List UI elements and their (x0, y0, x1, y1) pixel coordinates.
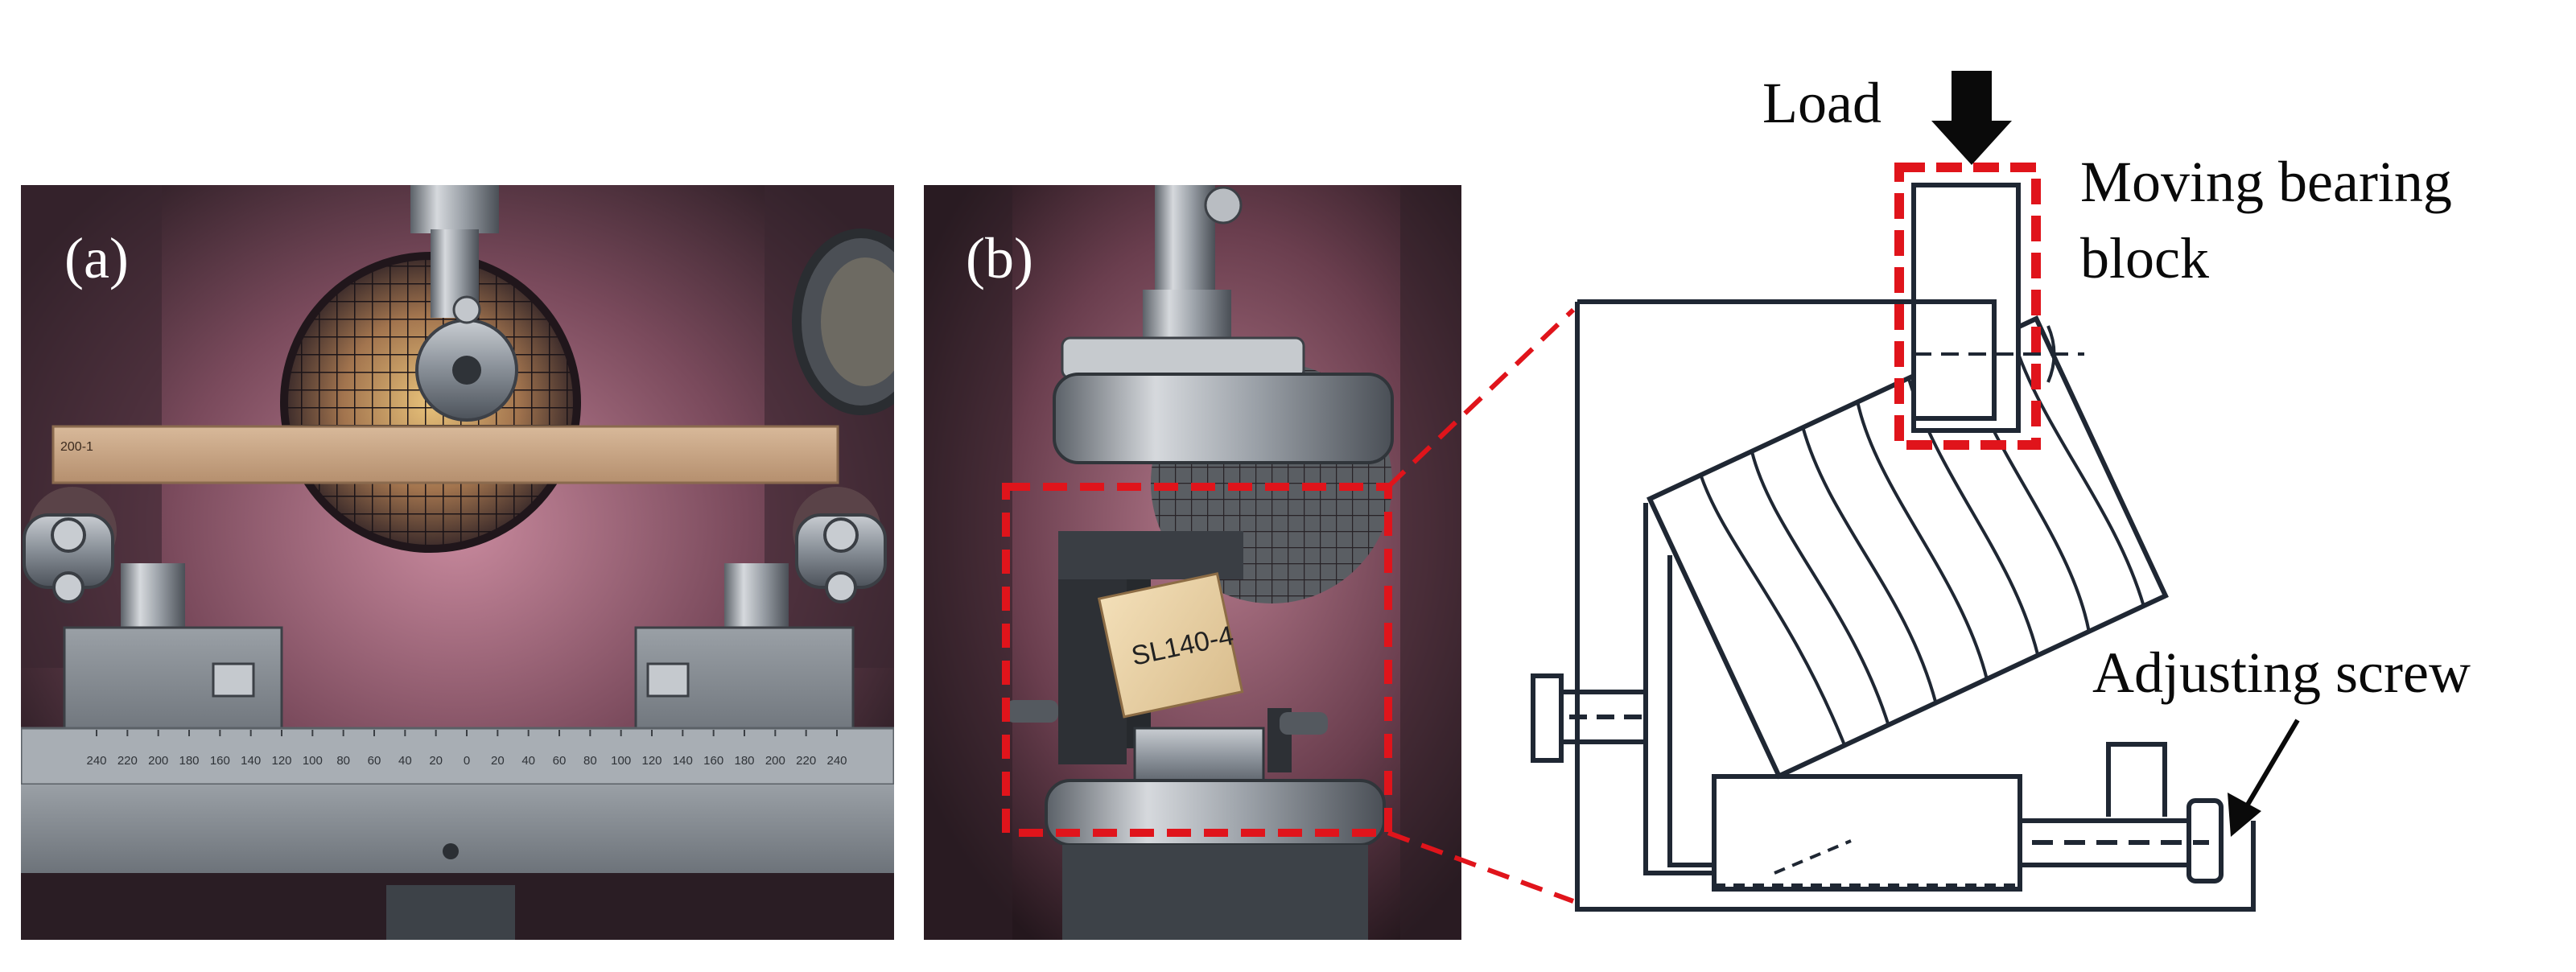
panel-label-b: (b) (966, 226, 1033, 290)
scale-tick-label: 220 (117, 754, 138, 768)
scale-tick-label: 20 (491, 754, 505, 768)
scale-tick-label: 100 (303, 754, 323, 768)
scale-tick-label: 40 (398, 754, 412, 768)
load-arrow-icon (1931, 71, 2012, 165)
screw-housing (2106, 742, 2167, 817)
panel-label-a: (a) (64, 226, 129, 290)
scale-tick-label: 240 (826, 754, 847, 768)
screw-label: Adjusting screw (2092, 640, 2471, 705)
scale-tick-label: 120 (271, 754, 291, 768)
scale-tick-label: 20 (429, 754, 443, 768)
frame-outer (1575, 302, 2256, 912)
scale-tick-label: 180 (179, 754, 199, 768)
scale-tick-label: 140 (241, 754, 261, 768)
scale-tick-label: 200 (148, 754, 168, 768)
scale-tick-label: 80 (336, 754, 350, 768)
sliding-block (1712, 774, 2022, 892)
scale-tick-label: 80 (583, 754, 597, 768)
photo-b: SL140-4 (924, 185, 1461, 940)
load-label: Load (1762, 71, 1882, 135)
scale-tick-label: 200 (765, 754, 785, 768)
wood-specimen (1647, 315, 2169, 780)
bearing-highlight-box (1894, 163, 2041, 450)
scale-tick-label: 0 (464, 754, 470, 768)
screw-pointer-arrowhead-icon (2228, 793, 2261, 837)
side-screw-head (1531, 673, 1564, 763)
detail-highlight-box (1002, 483, 1392, 837)
scale-tick-label: 240 (86, 754, 106, 768)
zoom-line-top (1386, 307, 1576, 489)
scale-tick-label: 140 (673, 754, 693, 768)
scale-tick-label: 100 (611, 754, 631, 768)
scale-tick-label: 180 (734, 754, 754, 768)
bearing-label-line1: Moving bearing (2080, 150, 2452, 214)
side-screw-shaft (1559, 690, 1648, 744)
scale-tick-label: 160 (210, 754, 230, 768)
scale-tick-label: 120 (641, 754, 662, 768)
scale-tick-label: 160 (703, 754, 723, 768)
specimen-tag-a: 200-1 (60, 440, 93, 454)
screw-pointer-line (2243, 719, 2300, 810)
scale-tick-label: 60 (553, 754, 567, 768)
scale-tick-label: 40 (521, 754, 535, 768)
bearing-label-line2: block (2080, 226, 2209, 290)
scale-tick-label: 60 (368, 754, 381, 768)
scale-tick-label: 220 (796, 754, 816, 768)
fixture-schematic (1531, 183, 2256, 912)
screw-head (2187, 798, 2224, 883)
inner-support (1643, 503, 1714, 875)
